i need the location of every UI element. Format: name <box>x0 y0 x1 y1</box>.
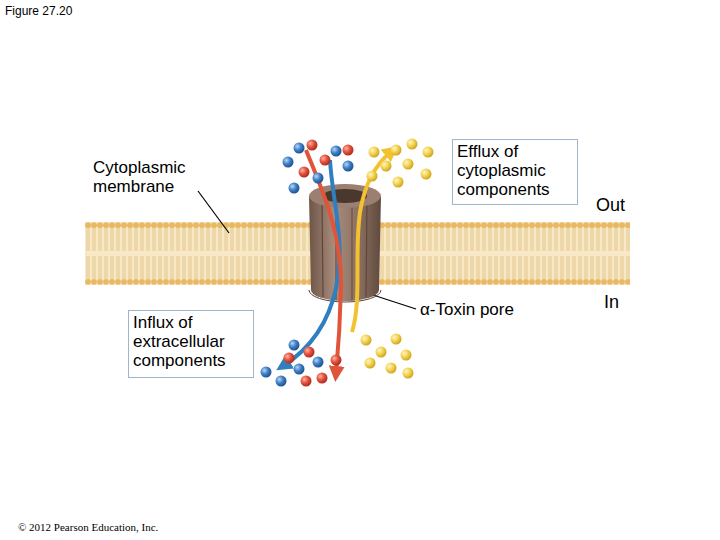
membrane-label: Cytoplasmic membrane <box>93 158 205 196</box>
extracellular-molecules <box>283 140 354 194</box>
cytoplasmic-molecules-in <box>361 334 414 379</box>
text-box: Influx of extracellular components <box>128 310 254 378</box>
red-influx-arrow <box>306 150 341 374</box>
box-text: Influx of extracellular components <box>133 313 249 370</box>
membrane-leader-line <box>198 191 229 233</box>
text-box: Efflux of cytoplasmic components <box>452 139 578 205</box>
box-text: Efflux of cytoplasmic components <box>457 142 573 199</box>
cytoplasmic-molecules-out <box>367 139 434 188</box>
toxin-pore <box>309 184 381 302</box>
figure-title: Figure 27.20 <box>5 4 72 18</box>
yellow-efflux-arrow <box>352 151 392 332</box>
side-label: In <box>604 292 664 312</box>
side-label: Out <box>596 195 656 215</box>
pore-leader-line <box>373 295 416 309</box>
copyright-note: © 2012 Pearson Education, Inc. <box>18 521 278 533</box>
blue-influx-arrow <box>283 160 340 366</box>
pore-label: α-Toxin pore <box>420 300 570 319</box>
influxed-molecules <box>261 340 342 387</box>
